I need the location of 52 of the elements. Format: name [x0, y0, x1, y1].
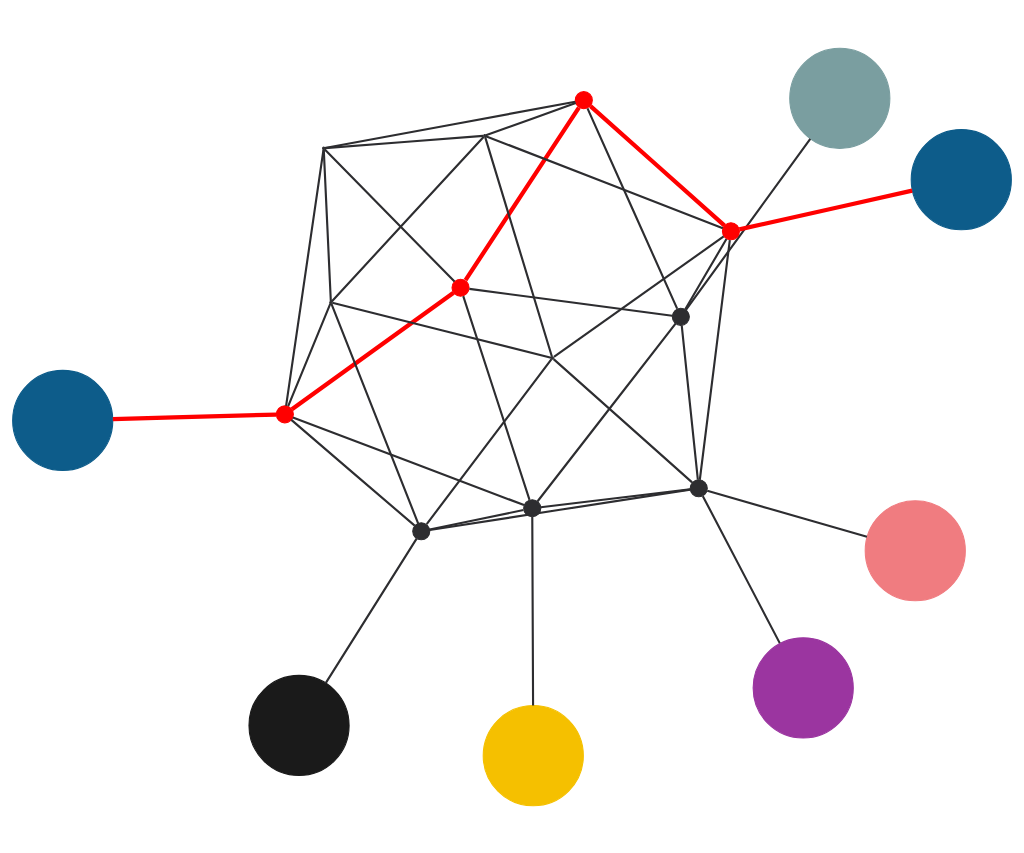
connector: [484, 136, 553, 357]
connector: [531, 516, 535, 706]
connector: [425, 358, 553, 525]
connector: [462, 295, 531, 500]
connector: [485, 101, 577, 136]
node-circle: [721, 221, 740, 240]
connector: [536, 322, 677, 502]
connector: [290, 418, 416, 526]
connector: [429, 488, 691, 531]
connector: [680, 324, 699, 480]
connector: [330, 302, 420, 524]
connector: [429, 508, 524, 531]
connector: [292, 415, 525, 506]
node-person: [12, 369, 114, 471]
connector: [324, 537, 418, 683]
node-circle: [482, 704, 584, 806]
node-circle: [523, 498, 542, 517]
node-point: [322, 146, 326, 150]
connector: [290, 290, 455, 411]
connector: [698, 239, 731, 480]
connector: [332, 301, 552, 359]
node-circle: [689, 478, 708, 497]
node-point: [483, 133, 487, 137]
connector: [540, 487, 691, 508]
connector: [553, 235, 725, 358]
connector: [287, 302, 332, 407]
connector: [738, 188, 913, 231]
connector: [485, 134, 724, 229]
connector: [463, 106, 581, 281]
connector: [701, 495, 781, 644]
node-circle: [248, 674, 350, 776]
connector: [322, 149, 332, 301]
node-circle: [574, 90, 593, 109]
connector: [685, 137, 812, 310]
connector: [706, 489, 868, 538]
connector: [586, 107, 679, 309]
node-point: [329, 300, 333, 304]
node-circle: [752, 636, 854, 739]
node-circle: [275, 404, 294, 423]
connector: [112, 411, 277, 421]
node-circle: [789, 47, 891, 149]
node-circle: [671, 307, 690, 326]
connector: [330, 135, 485, 302]
connector: [684, 237, 728, 310]
node-point: [550, 355, 555, 360]
connector: [469, 287, 673, 317]
connector: [589, 104, 726, 227]
node-person: [910, 128, 1012, 230]
node-circle: [451, 278, 470, 297]
node-circle: [864, 499, 966, 601]
connector: [325, 134, 484, 149]
node-circle: [412, 521, 431, 540]
